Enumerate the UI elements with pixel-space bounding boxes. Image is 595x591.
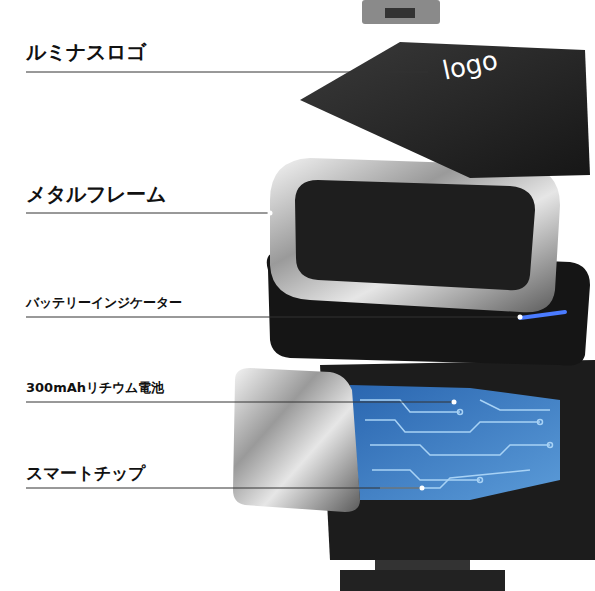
leader-dot [268,211,273,216]
part-label: ルミナスロゴ [26,40,146,64]
indicator-light [520,312,565,318]
part-label: 300mAhリチウム電池 [26,380,164,396]
silver-arm [233,368,360,512]
clip-detail [385,8,415,18]
circuit-traces [360,400,553,488]
part-label: スマートチップ [26,463,145,483]
part-label: バッテリーインジケーター [26,295,182,311]
leader-dot [420,486,425,491]
top-clip [362,0,440,24]
leader-dot [452,400,457,405]
housing [320,360,595,560]
part-label: メタルフレーム [26,182,166,206]
metal-frame [270,158,560,312]
leader-dot [518,315,523,320]
logo-plate [300,42,590,178]
frame-inner [295,180,535,290]
leader-lines [26,72,518,488]
base [340,570,505,591]
